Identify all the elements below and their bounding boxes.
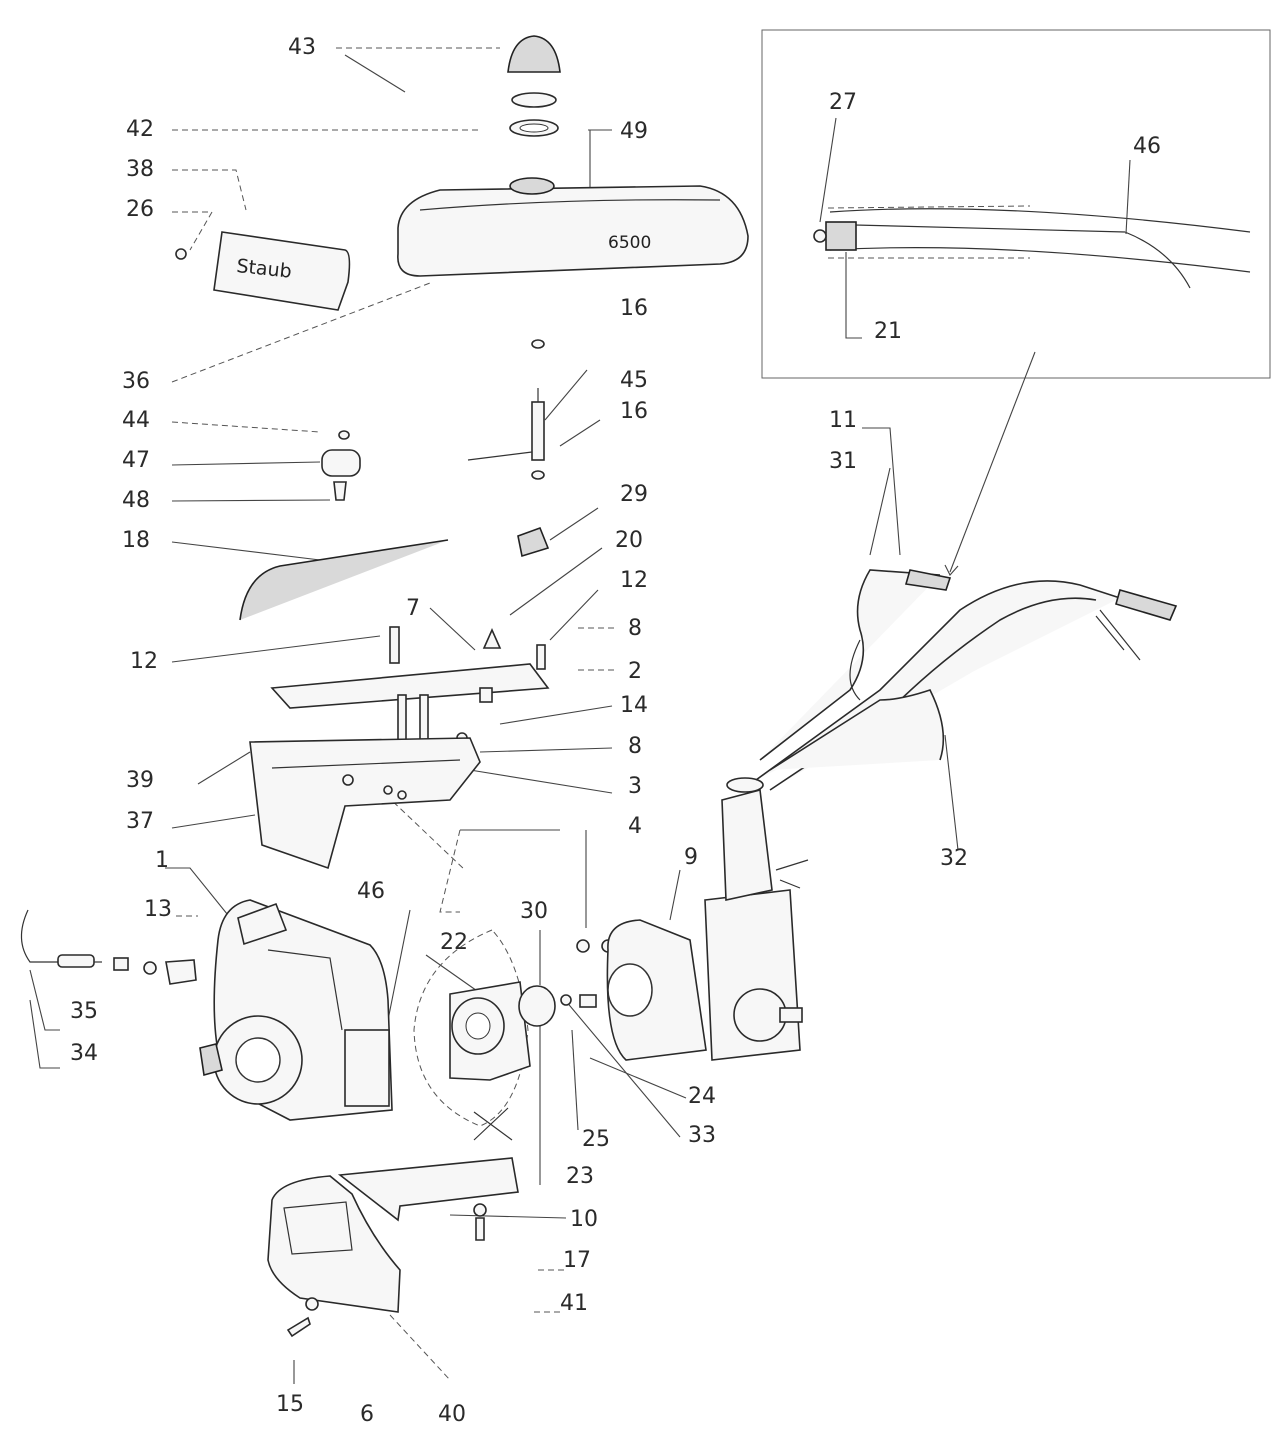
callout-42: 42 [126, 117, 154, 142]
callout-17: 17 [563, 1248, 591, 1273]
callout-40: 40 [438, 1402, 466, 1427]
callout-3: 3 [628, 774, 642, 799]
mounting-bracket [270, 626, 550, 756]
callout-27: 27 [829, 90, 857, 115]
nameplate: Staub [175, 231, 351, 311]
callout-13: 13 [144, 897, 172, 922]
callout-30: 30 [520, 899, 548, 924]
callout-10: 10 [570, 1207, 598, 1232]
handlebar-assembly [755, 569, 1178, 791]
tank-model-text: 6500 [608, 233, 651, 253]
callout-6: 6 [360, 1402, 374, 1427]
callout-38: 38 [126, 157, 154, 182]
callout-44: 44 [122, 408, 150, 433]
callout-41: 41 [560, 1291, 588, 1316]
callout-43: 43 [288, 35, 316, 60]
callout-4: 4 [628, 814, 642, 839]
callout-8-lower: 8 [628, 734, 642, 759]
callout-39: 39 [126, 768, 154, 793]
fuel-tap-parts [321, 339, 550, 649]
callout-29: 29 [620, 482, 648, 507]
callout-11: 11 [829, 408, 857, 433]
callout-16-upper: 16 [620, 296, 648, 321]
callout-24: 24 [688, 1084, 716, 1109]
callout-20: 20 [615, 528, 643, 553]
callout-1: 1 [155, 848, 169, 873]
callout-12-left: 12 [130, 649, 158, 674]
callout-18: 18 [122, 528, 150, 553]
callout-9: 9 [684, 845, 698, 870]
callout-36: 36 [122, 369, 150, 394]
detail-inset-handle-section [813, 205, 1251, 576]
detail-inset-frame [761, 29, 1271, 379]
callout-46: 46 [357, 879, 385, 904]
callout-2: 2 [628, 659, 642, 684]
callout-26: 26 [126, 197, 154, 222]
callout-22: 22 [440, 930, 468, 955]
fuel-cap-assembly [507, 35, 561, 137]
leader-lines [29, 47, 1131, 1384]
callout-16-lower: 16 [620, 399, 648, 424]
callout-45: 45 [620, 368, 648, 393]
throttle-cable [20, 909, 197, 985]
callout-23: 23 [566, 1164, 594, 1189]
callout-12-right: 12 [620, 568, 648, 593]
callout-37: 37 [126, 809, 154, 834]
engine-block [199, 899, 393, 1121]
callout-32: 32 [940, 846, 968, 871]
callout-33: 33 [688, 1123, 716, 1148]
callout-46-inset: 46 [1133, 134, 1161, 159]
callout-7: 7 [406, 596, 420, 621]
callout-47: 47 [122, 448, 150, 473]
callout-8-upper: 8 [628, 616, 642, 641]
engine-cover-shroud [249, 737, 481, 870]
callout-15: 15 [276, 1392, 304, 1417]
callout-49: 49 [620, 119, 648, 144]
callout-48: 48 [122, 488, 150, 513]
gearbox-housing [576, 777, 809, 1061]
callout-31: 31 [829, 449, 857, 474]
callout-21: 21 [874, 319, 902, 344]
fuel-tank: 6500 [397, 177, 749, 277]
callout-25: 25 [582, 1127, 610, 1152]
clutch-assembly [413, 929, 597, 1141]
callout-35: 35 [70, 999, 98, 1024]
callout-14: 14 [620, 693, 648, 718]
callout-34: 34 [70, 1041, 98, 1066]
fuel-hose [239, 539, 449, 621]
lower-cover-and-bracket [267, 1157, 519, 1338]
